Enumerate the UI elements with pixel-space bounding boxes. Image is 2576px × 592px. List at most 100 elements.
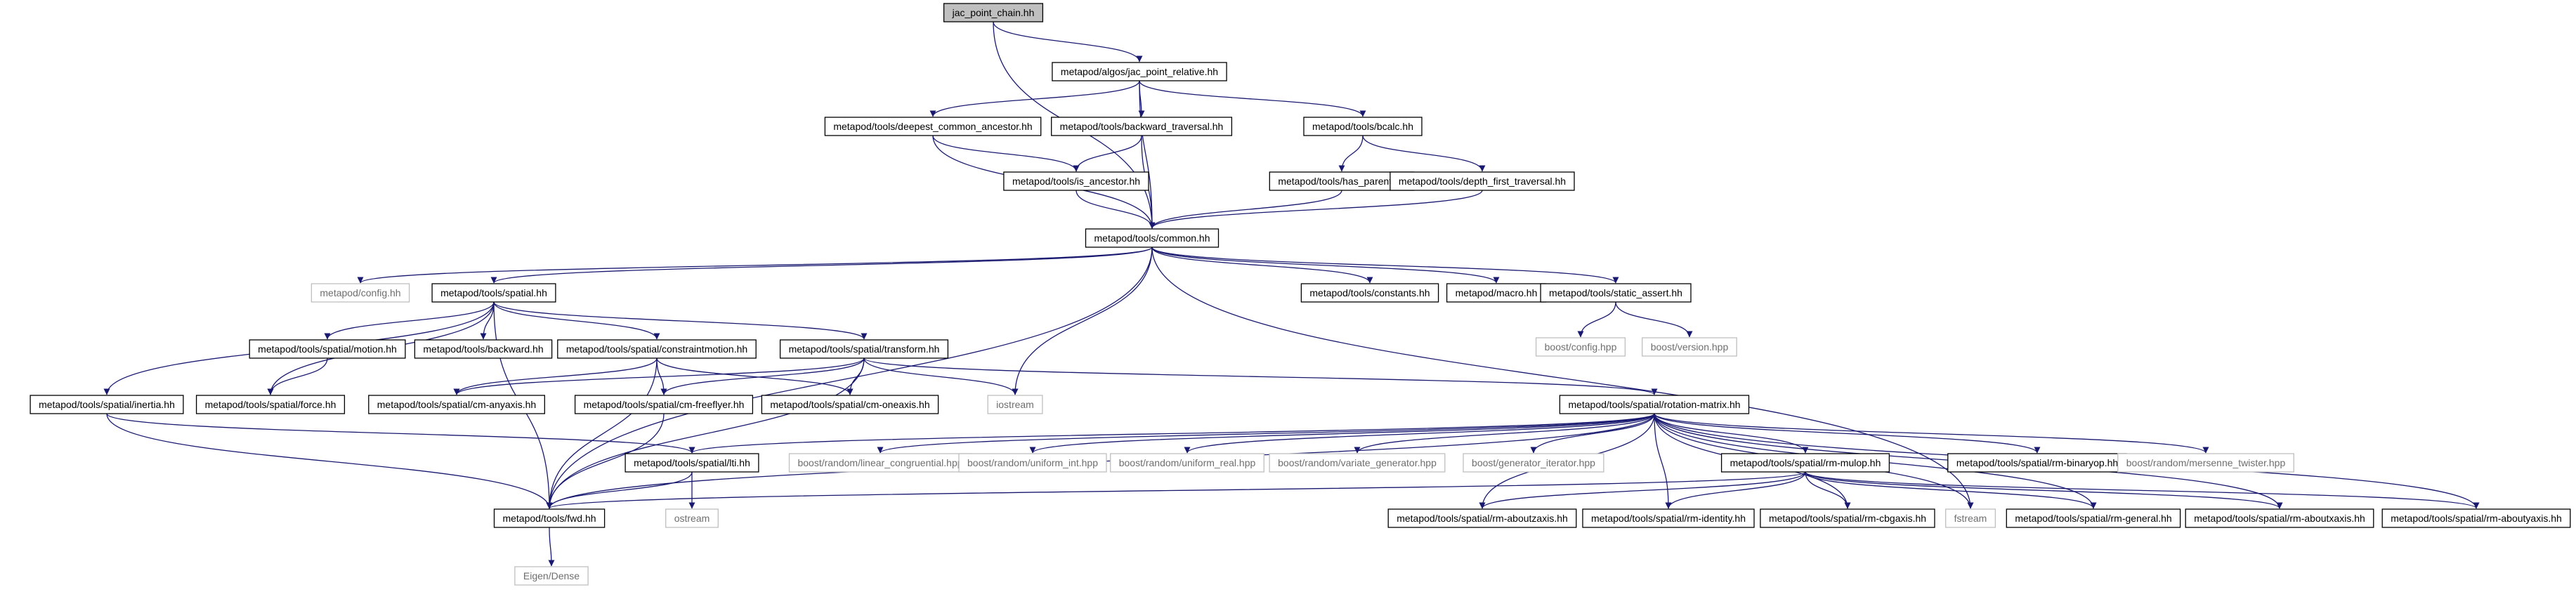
node-config: metapod/config.hh	[310, 283, 410, 303]
node-box-bcalc	[1303, 117, 1423, 136]
edge-layer	[103, 21, 2480, 567]
node-box-bvg	[1269, 453, 1446, 473]
node-root[interactable]: jac_point_chain.hh	[943, 3, 1044, 22]
node-binaryop[interactable]: metapod/tools/spatial/rm-binaryop.hh	[1947, 453, 2127, 473]
node-fstream: fstream	[1945, 508, 1996, 528]
node-label-bvg: boost/random/variate_generator.hpp	[1278, 457, 1437, 468]
node-box-jpr	[1052, 62, 1227, 81]
node-bmt: boost/random/mersenne_twister.hpp	[2117, 453, 2294, 473]
node-bconfig: boost/config.hpp	[1535, 337, 1626, 357]
dependency-edge-spatial-to-motion	[324, 301, 495, 340]
node-box-eigen	[514, 566, 589, 586]
node-label-ostream: ostream	[674, 513, 710, 524]
node-bversion: boost/version.hpp	[1642, 337, 1737, 357]
node-iostream: iostream	[987, 395, 1043, 414]
dependency-edge-jpr-to-common	[1139, 80, 1156, 229]
node-mulop[interactable]: metapod/tools/spatial/rm-mulop.hh	[1720, 453, 1890, 473]
node-box-isanc	[1003, 171, 1149, 191]
node-aboutx[interactable]: metapod/tools/spatial/rm-aboutxaxis.hh	[2185, 508, 2374, 528]
node-box-config	[310, 283, 410, 303]
node-box-dft	[1390, 171, 1575, 191]
node-box-rotmat	[1559, 395, 1750, 414]
node-bcalc[interactable]: metapod/tools/bcalc.hh	[1303, 117, 1423, 136]
node-ostream: ostream	[665, 508, 719, 528]
node-rotmat[interactable]: metapod/tools/spatial/rotation-matrix.hh	[1559, 395, 1750, 414]
node-dca[interactable]: metapod/tools/deepest_common_ancestor.hh	[824, 117, 1042, 136]
dependency-edge-fwd-to-eigen	[548, 527, 555, 567]
node-label-inertia: metapod/tools/spatial/inertia.hh	[39, 399, 175, 410]
dependency-edge-mulop-to-abouty	[1805, 471, 2480, 509]
node-force[interactable]: metapod/tools/spatial/force.hh	[195, 395, 346, 414]
node-macro[interactable]: metapod/macro.hh	[1446, 283, 1546, 303]
node-cmotion[interactable]: metapod/tools/spatial/constraintmotion.h…	[557, 339, 757, 359]
node-label-force: metapod/tools/spatial/force.hh	[205, 399, 336, 410]
node-label-jpr: metapod/algos/jac_point_relative.hh	[1061, 66, 1218, 77]
node-label-motion: metapod/tools/spatial/motion.hh	[258, 343, 397, 355]
node-cbgaxis[interactable]: metapod/tools/spatial/rm-cbgaxis.hh	[1760, 508, 1935, 528]
node-constants[interactable]: metapod/tools/constants.hh	[1300, 283, 1439, 303]
node-box-sassert	[1540, 283, 1692, 303]
node-freeflyer[interactable]: metapod/tools/spatial/cm-freeflyer.hh	[574, 395, 754, 414]
node-dft[interactable]: metapod/tools/depth_first_traversal.hh	[1390, 171, 1575, 191]
dependency-edge-spatial-to-cmotion	[493, 301, 660, 340]
node-label-hasp: metapod/tools/has_parent.hh	[1278, 176, 1405, 187]
node-label-macro: metapod/macro.hh	[1456, 287, 1538, 298]
node-lti[interactable]: metapod/tools/spatial/lti.hh	[625, 453, 759, 473]
node-box-bgi	[1463, 453, 1604, 473]
node-common[interactable]: metapod/tools/common.hh	[1085, 228, 1220, 248]
node-box-general	[2006, 508, 2181, 528]
dependency-edge-transform-to-rotmat	[863, 357, 1658, 395]
node-identity[interactable]: metapod/tools/spatial/rm-identity.hh	[1582, 508, 1755, 528]
node-label-bmt: boost/random/mersenne_twister.hpp	[2126, 457, 2286, 468]
node-box-backward	[414, 339, 553, 359]
node-transform[interactable]: metapod/tools/spatial/transform.hh	[779, 339, 949, 359]
node-label-config: metapod/config.hh	[320, 287, 400, 298]
node-box-bconfig	[1535, 337, 1626, 357]
node-label-identity: metapod/tools/spatial/rm-identity.hh	[1591, 513, 1746, 524]
node-label-dft: metapod/tools/depth_first_traversal.hh	[1399, 176, 1566, 187]
node-label-aboutx: metapod/tools/spatial/rm-aboutxaxis.hh	[2194, 513, 2365, 524]
node-backward[interactable]: metapod/tools/backward.hh	[414, 339, 553, 359]
dependency-edge-mulop-to-aboutx	[1805, 471, 2283, 509]
node-label-oneaxis: metapod/tools/spatial/cm-oneaxis.hh	[770, 399, 929, 410]
node-label-general: metapod/tools/spatial/rm-general.hh	[2015, 513, 2171, 524]
node-general[interactable]: metapod/tools/spatial/rm-general.hh	[2006, 508, 2181, 528]
dependency-edge-common-to-fwd	[546, 246, 1153, 509]
node-sassert[interactable]: metapod/tools/static_assert.hh	[1540, 283, 1692, 303]
dependency-edge-bt-to-isanc	[1073, 135, 1142, 172]
node-bgi: boost/generator_iterator.hpp	[1463, 453, 1604, 473]
node-oneaxis[interactable]: metapod/tools/spatial/cm-oneaxis.hh	[761, 395, 939, 414]
dependency-edge-cmotion-to-anyaxis	[453, 357, 658, 395]
node-jpr[interactable]: metapod/algos/jac_point_relative.hh	[1052, 62, 1227, 81]
node-box-ostream	[665, 508, 719, 528]
dependency-edge-jpr-to-bcalc	[1139, 80, 1366, 117]
dependency-edge-inertia-to-fwd	[106, 413, 553, 509]
node-label-freeflyer: metapod/tools/spatial/cm-freeflyer.hh	[584, 399, 745, 410]
node-box-constants	[1300, 283, 1439, 303]
node-anyaxis[interactable]: metapod/tools/spatial/cm-anyaxis.hh	[368, 395, 545, 414]
node-label-bgi: boost/generator_iterator.hpp	[1472, 457, 1595, 468]
node-box-cmotion	[557, 339, 757, 359]
dependency-edge-transform-to-fwd	[546, 357, 865, 509]
node-box-root	[943, 3, 1044, 22]
dependency-edge-common-to-config	[357, 246, 1153, 284]
dependency-edge-rotmat-to-mulop	[1654, 413, 1809, 454]
dependency-edge-common-to-spatial	[490, 246, 1153, 284]
dependency-edge-rotmat-to-blc	[877, 413, 1655, 454]
dependency-edge-rotmat-to-binaryop	[1654, 413, 2041, 454]
node-motion[interactable]: metapod/tools/spatial/motion.hh	[249, 339, 406, 359]
node-abouty[interactable]: metapod/tools/spatial/rm-aboutyaxis.hh	[2381, 508, 2571, 528]
node-isanc[interactable]: metapod/tools/is_ancestor.hh	[1003, 171, 1149, 191]
dependency-edge-rotmat-to-lti	[688, 413, 1655, 454]
node-fwd[interactable]: metapod/tools/fwd.hh	[493, 508, 606, 528]
dependency-edge-mulop-to-identity	[1665, 471, 1806, 509]
node-blc: boost/random/linear_congruential.hpp	[788, 453, 972, 473]
node-spatial[interactable]: metapod/tools/spatial.hh	[431, 283, 556, 303]
dependency-edge-inertia-to-lti	[106, 413, 695, 454]
node-inertia[interactable]: metapod/tools/spatial/inertia.hh	[30, 395, 184, 414]
node-box-cbgaxis	[1760, 508, 1935, 528]
node-label-isanc: metapod/tools/is_ancestor.hh	[1012, 176, 1140, 187]
node-bt[interactable]: metapod/tools/backward_traversal.hh	[1051, 117, 1233, 136]
node-aboutz[interactable]: metapod/tools/spatial/rm-aboutzaxis.hh	[1387, 508, 1577, 528]
